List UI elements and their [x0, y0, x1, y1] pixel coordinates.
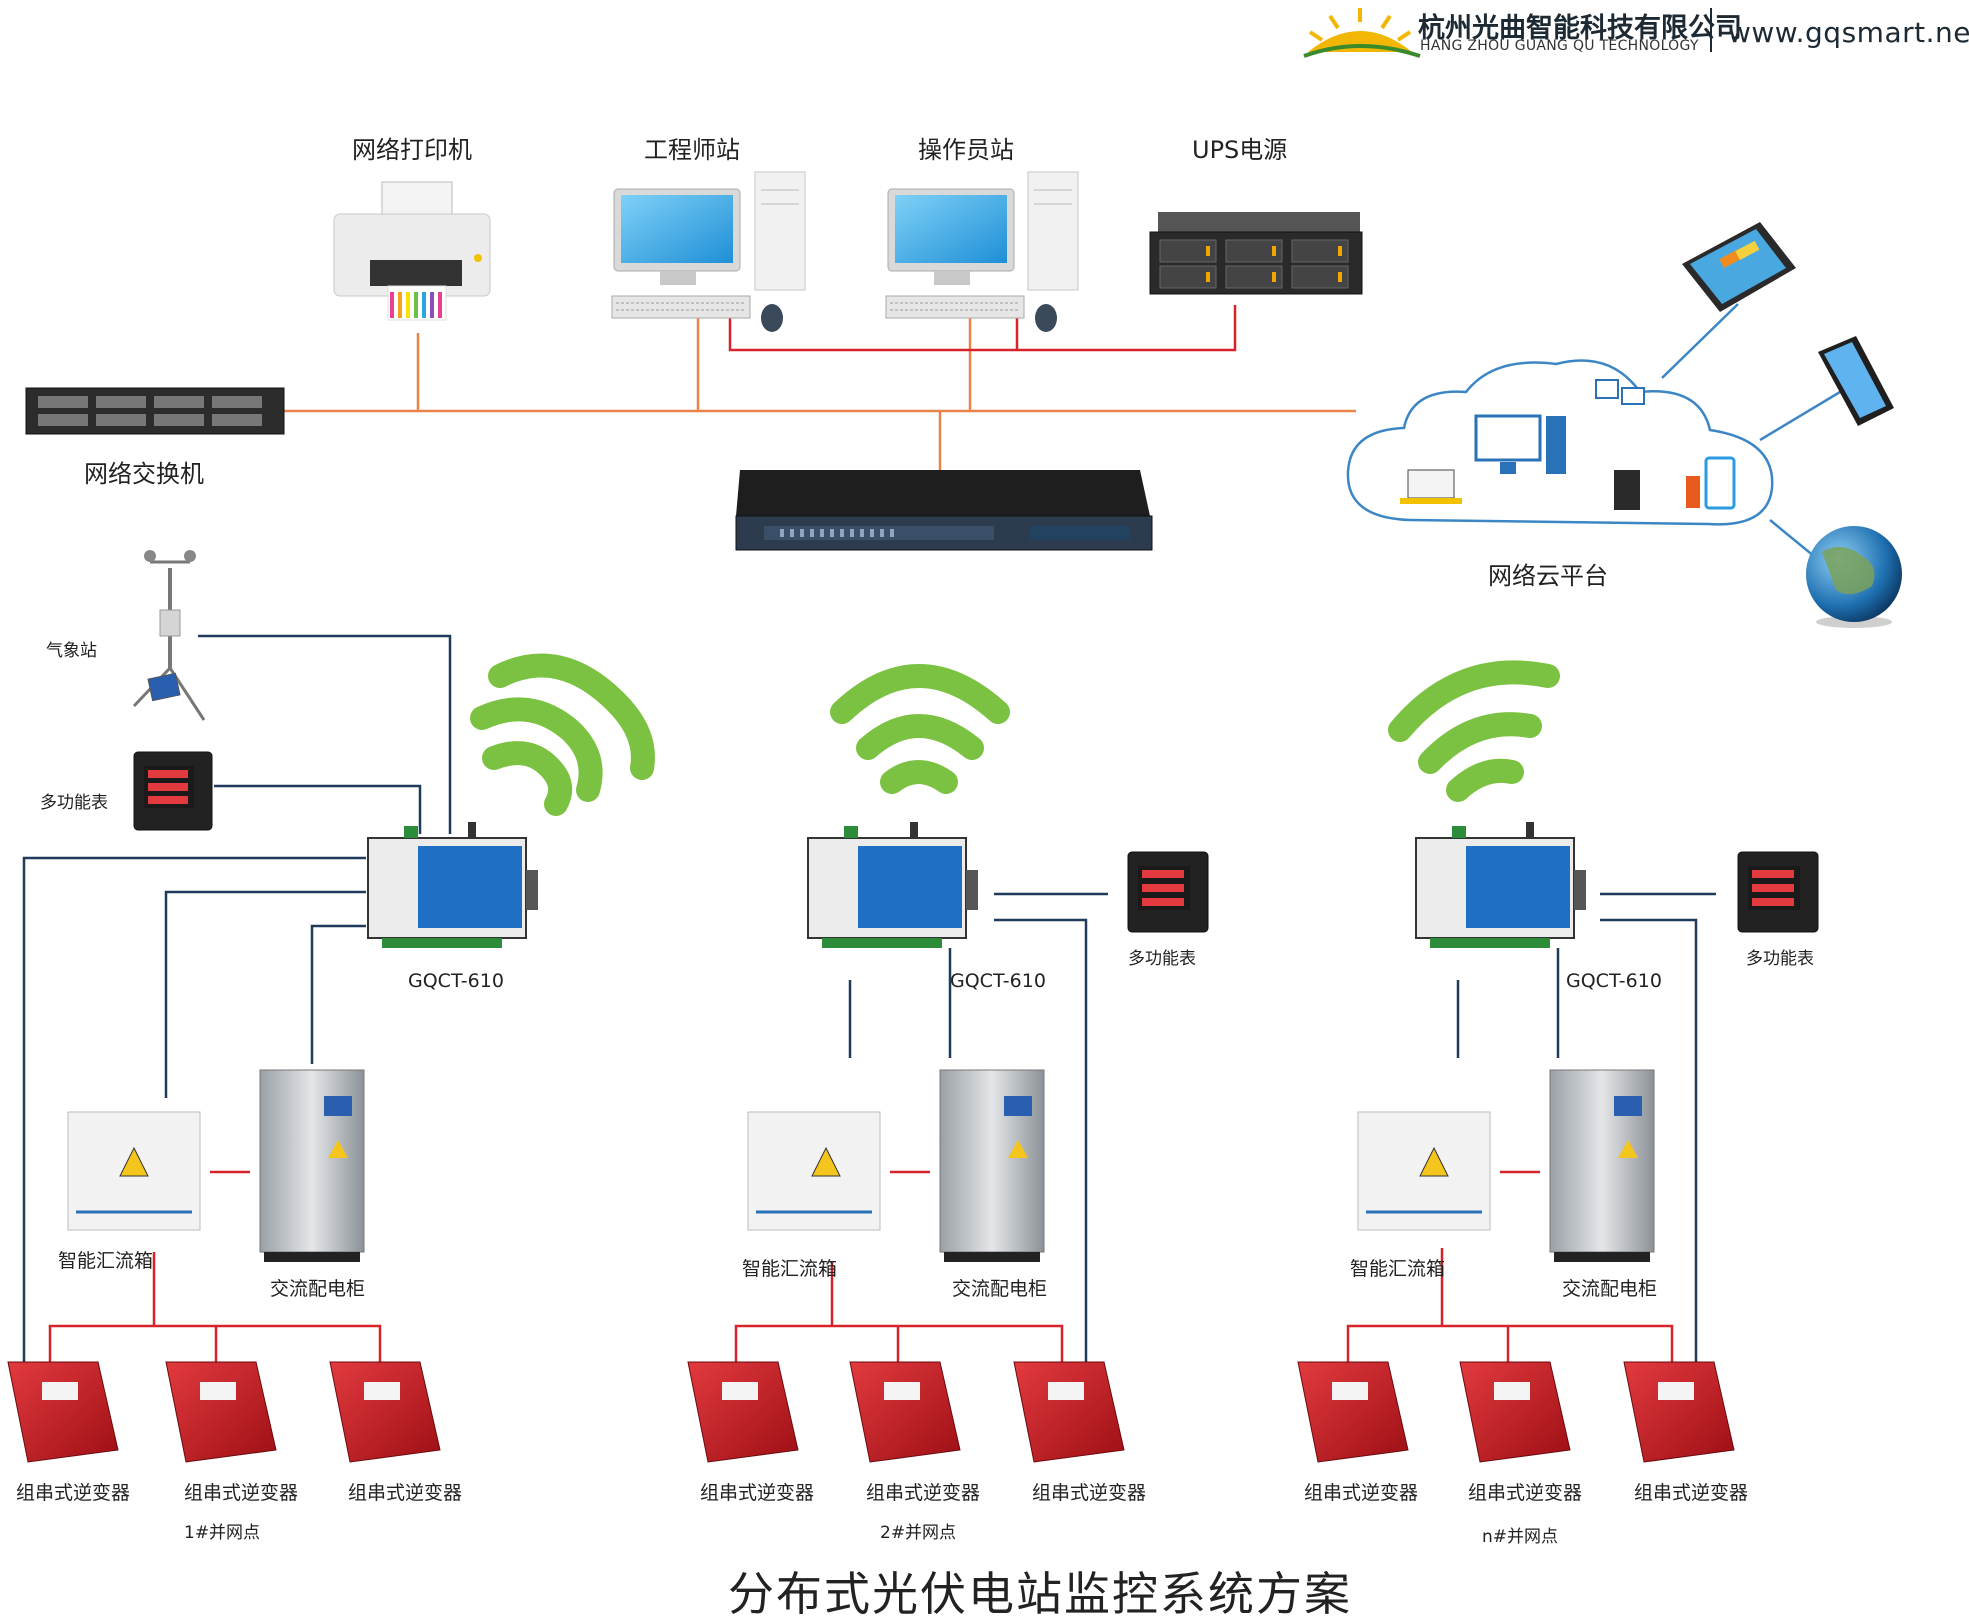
globe-icon	[1806, 526, 1902, 628]
ups-label: UPS电源	[1192, 136, 1288, 164]
switch-label: 网络交换机	[84, 460, 204, 488]
header-divider	[1710, 8, 1712, 52]
server-icon	[735, 470, 1153, 551]
ac-cabinet-2-label: 交流配电柜	[952, 1278, 1048, 1300]
logo-sun-icon	[1303, 8, 1421, 58]
meter-icon	[1127, 851, 1209, 933]
inverter-icon	[849, 1361, 961, 1463]
grid-point-2-label: 2#并网点	[880, 1523, 957, 1543]
combiner-box-icon	[1357, 1111, 1491, 1231]
inverter-2c-label: 组串式逆变器	[1032, 1482, 1147, 1504]
gateway-icon	[367, 822, 538, 948]
inverter-3a-label: 组串式逆变器	[1304, 1482, 1419, 1504]
printer-label: 网络打印机	[352, 136, 472, 164]
meter-2-label: 多功能表	[1128, 949, 1196, 969]
workstation-icon	[885, 171, 1079, 332]
diagram-title: 分布式光伏电站监控系统方案	[728, 1567, 1352, 1621]
phone-icon	[1818, 336, 1894, 426]
wifi-icon	[470, 653, 655, 816]
inverter-icon	[1297, 1361, 1409, 1463]
combiner-2-label: 智能汇流箱	[742, 1258, 838, 1280]
ac-cabinet-icon	[939, 1069, 1045, 1262]
meter-icon	[1737, 851, 1819, 933]
engineer-station-label: 工程师站	[644, 136, 740, 164]
tablet-icon	[1682, 222, 1796, 312]
combiner-box-icon	[67, 1111, 201, 1231]
grid-point-1-label: 1#并网点	[184, 1523, 261, 1543]
printer-icon	[333, 181, 491, 321]
meter-icon	[133, 751, 213, 831]
inverter-2a-label: 组串式逆变器	[700, 1482, 815, 1504]
combiner-3-label: 智能汇流箱	[1350, 1258, 1446, 1280]
inverter-1c-label: 组串式逆变器	[348, 1482, 463, 1504]
ac-cabinet-3-label: 交流配电柜	[1562, 1278, 1658, 1300]
grid-point-3-label: n#并网点	[1482, 1527, 1559, 1547]
ac-cabinet-icon	[259, 1069, 365, 1262]
inverter-icon	[165, 1361, 277, 1463]
network-lines	[280, 313, 1356, 470]
inverter-3b-label: 组串式逆变器	[1468, 1482, 1583, 1504]
wifi-icon	[830, 664, 1010, 794]
weather-station-icon	[132, 550, 206, 721]
wifi-icon	[1388, 660, 1560, 802]
gateway-2-label: GQCT-610	[950, 970, 1046, 992]
signal-lines	[22, 634, 1716, 1362]
power-lines	[48, 1170, 1674, 1362]
combiner-box-icon	[747, 1111, 881, 1231]
inverter-2b-label: 组串式逆变器	[866, 1482, 981, 1504]
company-name-cn: 杭州光曲智能科技有限公司	[1418, 13, 1742, 44]
company-name-en: HANG ZHOU GUANG QU TECHNOLOGY	[1420, 38, 1699, 54]
cloud-icon	[1346, 359, 1774, 526]
gateway-icon	[1415, 822, 1586, 948]
gateway-3-label: GQCT-610	[1566, 970, 1662, 992]
ac-cabinet-1-label: 交流配电柜	[270, 1278, 366, 1300]
inverter-icon	[687, 1361, 799, 1463]
inverter-1a-label: 组串式逆变器	[16, 1482, 131, 1504]
inverter-1b-label: 组串式逆变器	[184, 1482, 299, 1504]
cloud-label: 网络云平台	[1488, 562, 1608, 590]
switch-icon	[25, 387, 285, 435]
operator-station-label: 操作员站	[918, 136, 1014, 164]
inverter-icon	[329, 1361, 441, 1463]
workstation-icon	[611, 171, 806, 332]
combiner-1-label: 智能汇流箱	[58, 1250, 154, 1272]
gateway-1-label: GQCT-610	[408, 970, 504, 992]
inverter-icon	[1013, 1361, 1125, 1463]
gateway-icon	[807, 822, 978, 948]
ups-icon	[1149, 212, 1363, 295]
inverter-icon	[1623, 1361, 1735, 1463]
company-website: www.gqsmart.net	[1728, 16, 1969, 49]
inverter-icon	[1459, 1361, 1571, 1463]
ac-cabinet-icon	[1549, 1069, 1655, 1262]
inverter-3c-label: 组串式逆变器	[1634, 1482, 1749, 1504]
weather-station-label: 气象站	[46, 641, 97, 661]
inverter-icon	[7, 1361, 119, 1463]
meter-3-label: 多功能表	[1746, 949, 1814, 969]
meter-left-label: 多功能表	[40, 793, 108, 813]
